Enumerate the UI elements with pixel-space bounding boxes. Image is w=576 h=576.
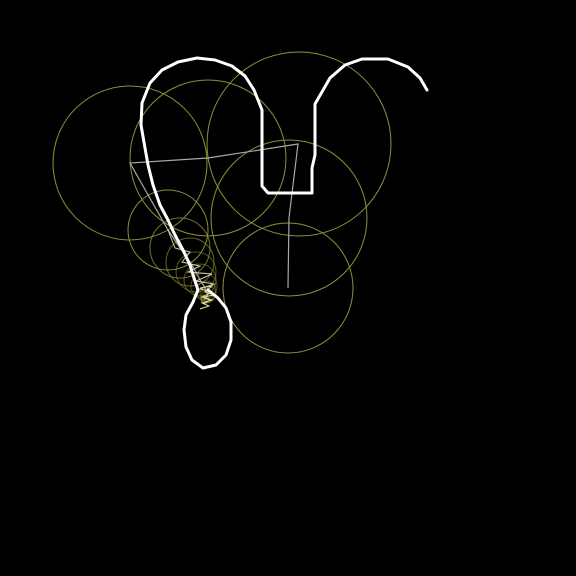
epicycle-circle [206, 51, 392, 237]
epicycle-arm-zigzag [167, 229, 216, 305]
epicycle-arms [129, 143, 299, 305]
epicycle-circle [210, 139, 368, 297]
epicycle-circle [222, 222, 354, 354]
tip-scribble [199, 285, 215, 310]
epicycle-circle [52, 85, 208, 241]
epicycle-arm-chain [129, 143, 299, 301]
traced-curve [139, 56, 429, 370]
epicycle-circle [127, 189, 209, 271]
epicycle-circle [165, 237, 215, 287]
epicycle-tip-cluster [199, 285, 215, 310]
